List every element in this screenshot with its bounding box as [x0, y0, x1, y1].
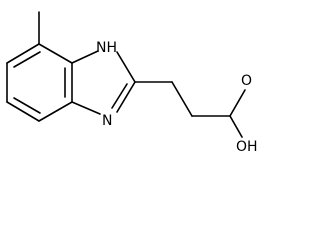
chain-bond-ca-cb [171, 81, 193, 117]
n-label: N [102, 113, 112, 129]
benzene-bond-c7-c6 [6, 43, 40, 64]
imidazole-bond-n-c3a [71, 101, 101, 115]
benzene-bond-c5-c4 [6, 101, 40, 122]
o-label: O [241, 73, 252, 89]
benzene-bond-c7a-c7 [38, 43, 73, 64]
benzene-double-bond-inner-2 [13, 97, 41, 114]
nh-label: NH [96, 40, 117, 56]
benzene-bond-c4-c3a [38, 101, 73, 122]
imidazole-bond-c7a-nh [71, 50, 99, 64]
benzene-double-bond-inner-1 [13, 51, 41, 68]
imidazole-double-bond-inner [111, 83, 128, 109]
atom-labels: NH N OH O [96, 40, 258, 155]
imidazole-bond-c2-n [116, 81, 136, 113]
bonds [6, 11, 246, 138]
chemical-structure-diagram: NH N OH O [6, 11, 258, 155]
oh-label: OH [236, 139, 258, 155]
carbonyl-bond [229, 89, 246, 117]
carboxyl-oh-bond [229, 115, 243, 138]
imidazole-bond-nh-c2 [116, 51, 136, 83]
